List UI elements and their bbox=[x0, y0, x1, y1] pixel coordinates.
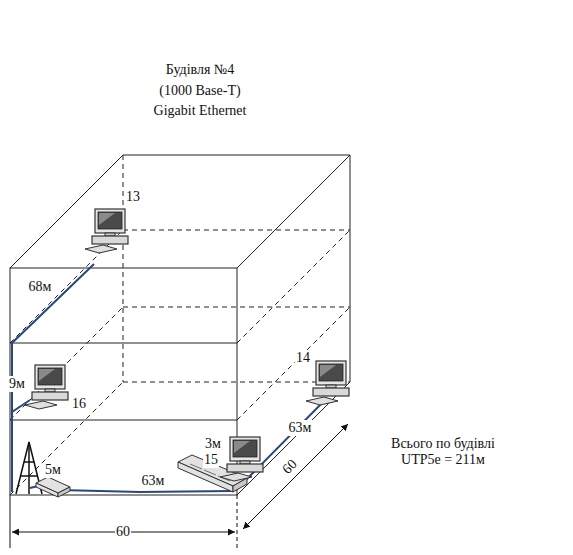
title-line: (1000 Base-T) bbox=[158, 83, 241, 99]
callout-number: 14 bbox=[295, 350, 311, 366]
cable-length: 68м bbox=[28, 279, 53, 295]
dimension: 60 bbox=[279, 456, 302, 479]
callout-number: 15 bbox=[203, 452, 219, 468]
cable-length: 5м bbox=[44, 462, 62, 478]
cable-length: 63м bbox=[141, 473, 166, 489]
callout-number: 16 bbox=[71, 396, 87, 412]
dimension: 60 bbox=[115, 524, 131, 540]
cable-length: 63м bbox=[288, 420, 313, 436]
callout-number: 13 bbox=[125, 189, 141, 205]
cable-length: 9м bbox=[8, 376, 26, 392]
title-line: Gigabit Ethernet bbox=[153, 103, 248, 119]
cable-length: 3м bbox=[204, 436, 222, 452]
total-note: Всього по будівлі UTP5e = 211м bbox=[372, 436, 514, 468]
title: Будівля №4 bbox=[165, 62, 236, 78]
